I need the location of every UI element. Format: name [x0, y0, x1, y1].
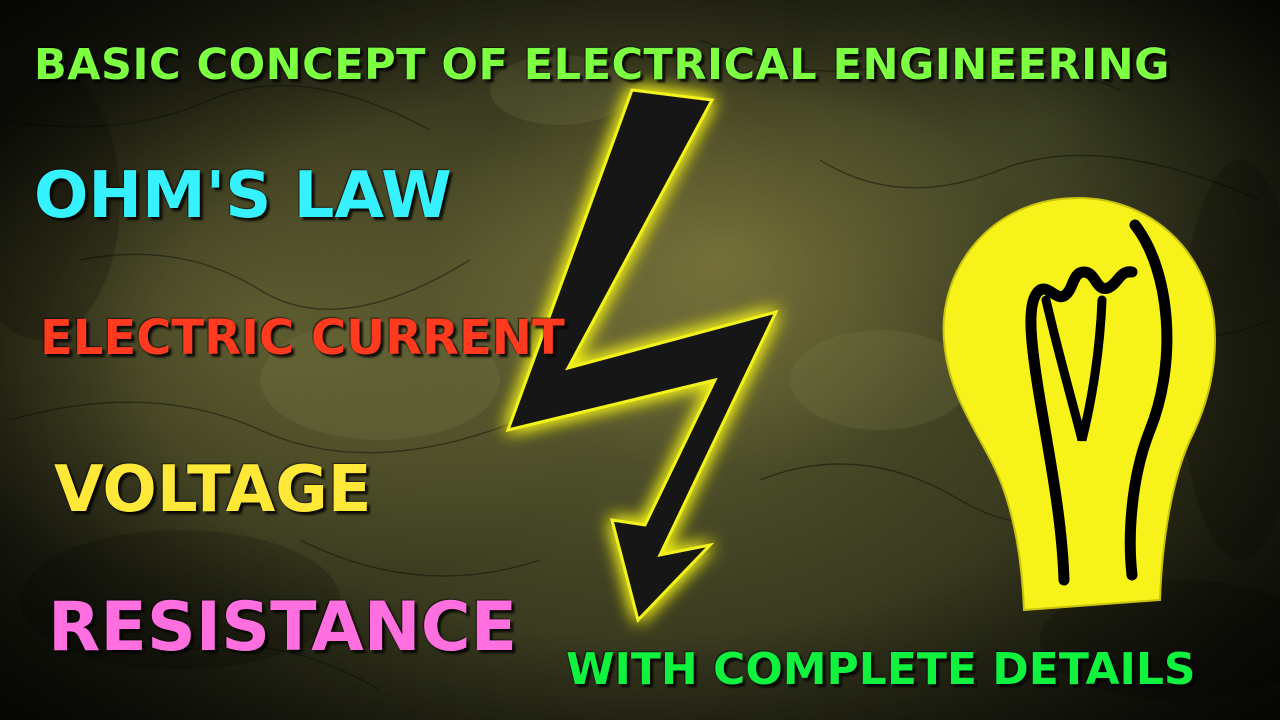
electric-current-text: ELECTRIC CURRENT: [40, 310, 565, 366]
ohms-law-text: OHM'S LAW: [34, 159, 452, 233]
details-text: WITH COMPLETE DETAILS: [566, 644, 1196, 695]
voltage-text: VOLTAGE: [54, 453, 372, 527]
resistance-text: RESISTANCE: [48, 588, 518, 667]
heading-text: BASIC CONCEPT OF ELECTRICAL ENGINEERING: [34, 40, 1170, 90]
